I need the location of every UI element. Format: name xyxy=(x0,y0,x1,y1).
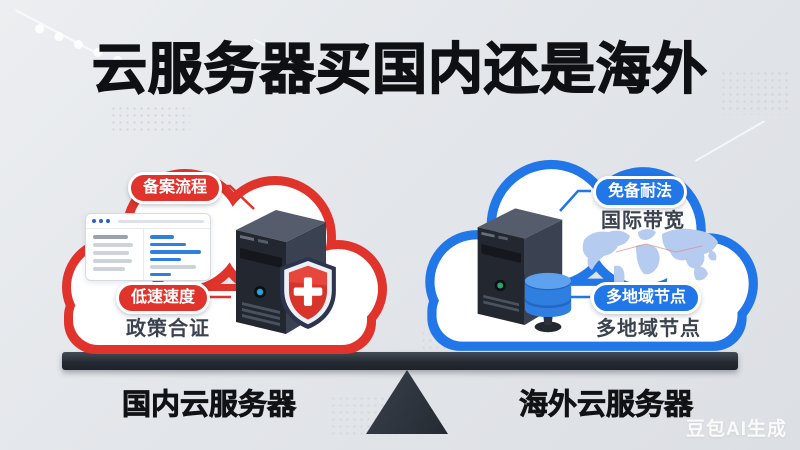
overseas-sub-bandwidth: 国际带宽 xyxy=(601,210,685,232)
domestic-tag-speed: 低速速度 xyxy=(116,282,211,314)
browser-titlebar xyxy=(86,214,210,229)
overseas-label: 海外云服务器 xyxy=(519,389,694,422)
world-map-icon xyxy=(582,228,718,290)
ai-watermark: 豆包AI生成 xyxy=(686,419,788,440)
bg-halftone xyxy=(110,105,190,135)
domestic-label: 国内云服务器 xyxy=(122,389,297,422)
overseas-tag-nofiling: 免备耐法 xyxy=(593,176,688,208)
bg-halftone xyxy=(720,70,790,115)
browser-sidebar xyxy=(86,229,144,280)
browser-window-icon xyxy=(85,213,211,281)
database-stack-icon xyxy=(524,272,572,333)
browser-content xyxy=(144,229,210,280)
domestic-sub-policy: 政策合证 xyxy=(126,318,210,340)
browser-body xyxy=(86,229,210,280)
window-dot xyxy=(99,219,103,223)
domestic-tag-filing: 备案流程 xyxy=(128,172,223,204)
security-shield-icon xyxy=(280,256,336,330)
window-dot xyxy=(106,219,110,223)
overseas-tag-nodes: 多地域节点 xyxy=(591,282,702,314)
address-bar xyxy=(118,219,204,223)
balance-beam xyxy=(62,352,738,370)
overseas-sub-nodes: 多地域节点 xyxy=(596,318,701,340)
window-dot xyxy=(92,219,96,223)
page-title: 云服务器买国内还是海外 xyxy=(91,37,708,101)
